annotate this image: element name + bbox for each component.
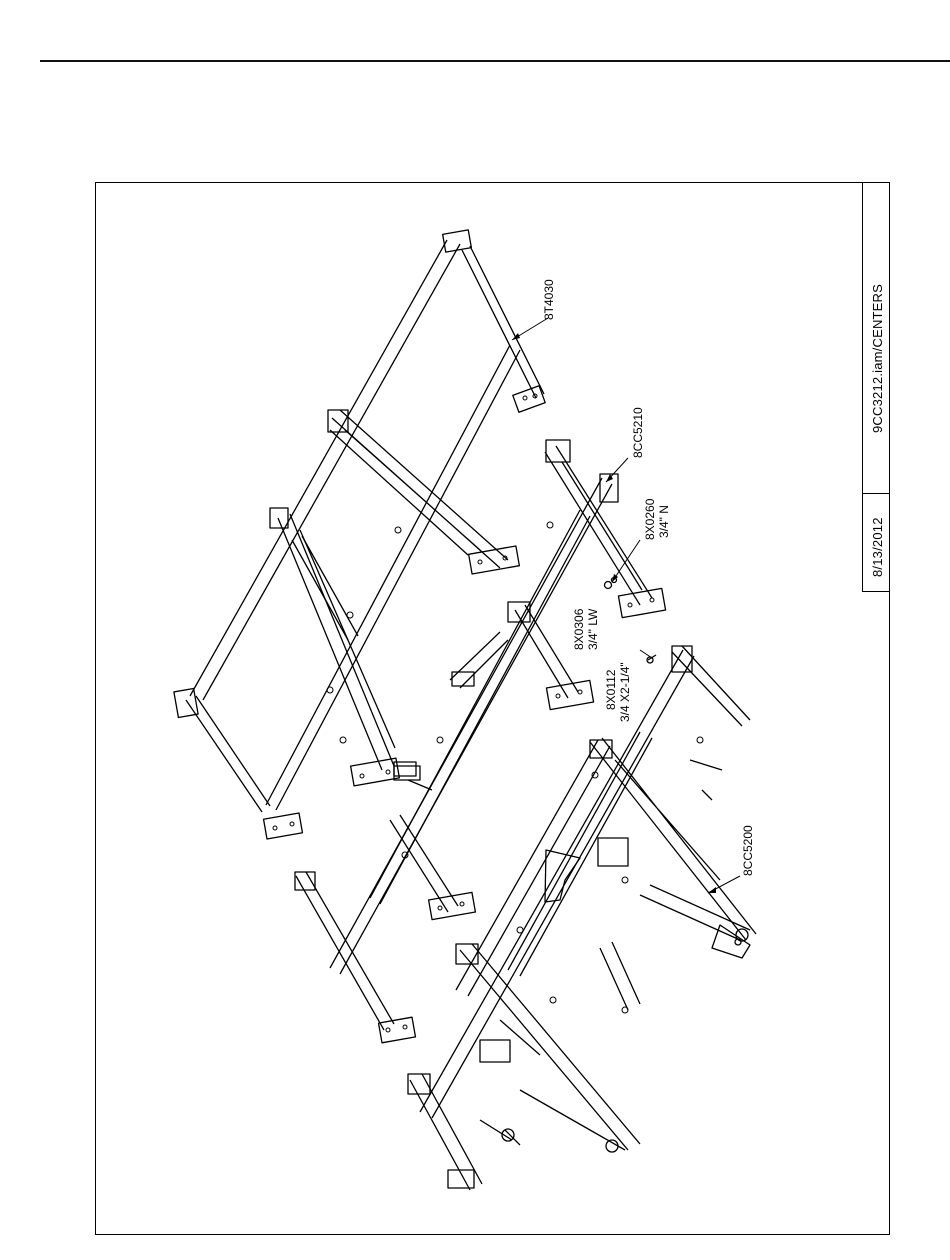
leader-lines [512, 318, 740, 893]
lower-frame-assembly [408, 646, 756, 1190]
callout-washer-spec: 3/4" LW [586, 608, 600, 650]
callout-nut-spec: 3/4" N [657, 505, 671, 538]
callout-8X0112: 8X0112 [604, 669, 618, 710]
upper-frame-assembly [174, 230, 545, 839]
leader-8X0112 [640, 650, 652, 658]
nut-icon [605, 582, 612, 589]
callout-8CC5200: 8CC5200 [741, 825, 755, 876]
callout-8T4030: 8T4030 [542, 279, 556, 320]
callout-8X0306: 8X0306 [572, 608, 586, 650]
callout-8CC5210: 8CC5210 [631, 407, 645, 458]
callout-bolt-spec: 3/4 X2-1/4" [618, 662, 632, 722]
middle-frame-assembly [295, 440, 666, 1043]
callout-8X0260: 8X0260 [643, 498, 657, 540]
